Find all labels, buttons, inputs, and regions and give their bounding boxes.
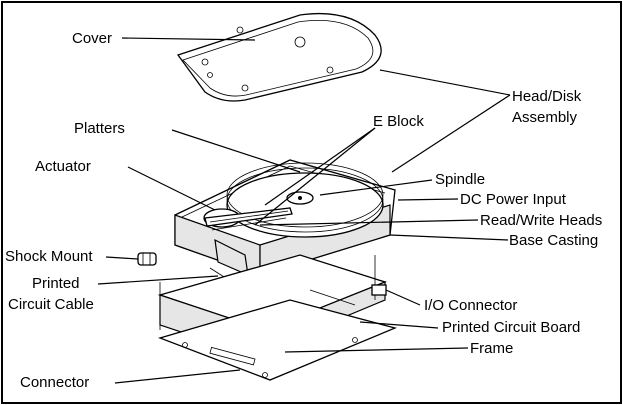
label-spindle: Spindle bbox=[435, 171, 486, 188]
label-io-connector: I/O Connector bbox=[424, 297, 518, 314]
shock-mount-part bbox=[137, 252, 157, 266]
label-dc-power-input: DC Power Input bbox=[460, 191, 566, 208]
label-cover: Cover bbox=[72, 30, 113, 47]
actuator-part bbox=[203, 207, 293, 276]
label-frame: Frame bbox=[470, 340, 514, 357]
label-printed-circuit-cable-1: Printed bbox=[32, 275, 80, 292]
label-printed-circuit-board: Printed Circuit Board bbox=[442, 319, 581, 336]
platters-part bbox=[226, 162, 384, 238]
label-actuator: Actuator bbox=[35, 158, 91, 175]
label-platters: Platters bbox=[74, 120, 125, 137]
leader-lines bbox=[97, 37, 511, 384]
label-e-block: E Block bbox=[373, 113, 424, 130]
label-base-casting: Base Casting bbox=[509, 232, 599, 249]
label-head-disk-assembly-2: Assembly bbox=[512, 109, 578, 126]
cover-part bbox=[176, 12, 382, 102]
label-printed-circuit-cable-2: Circuit Cable bbox=[8, 296, 94, 313]
label-connector: Connector bbox=[20, 374, 90, 391]
label-shock-mount: Shock Mount bbox=[5, 248, 93, 265]
label-head-disk-assembly-1: Head/Disk bbox=[512, 88, 582, 105]
label-read-write-heads: Read/Write Heads bbox=[480, 212, 603, 229]
printed-circuit-board-part bbox=[157, 299, 398, 381]
